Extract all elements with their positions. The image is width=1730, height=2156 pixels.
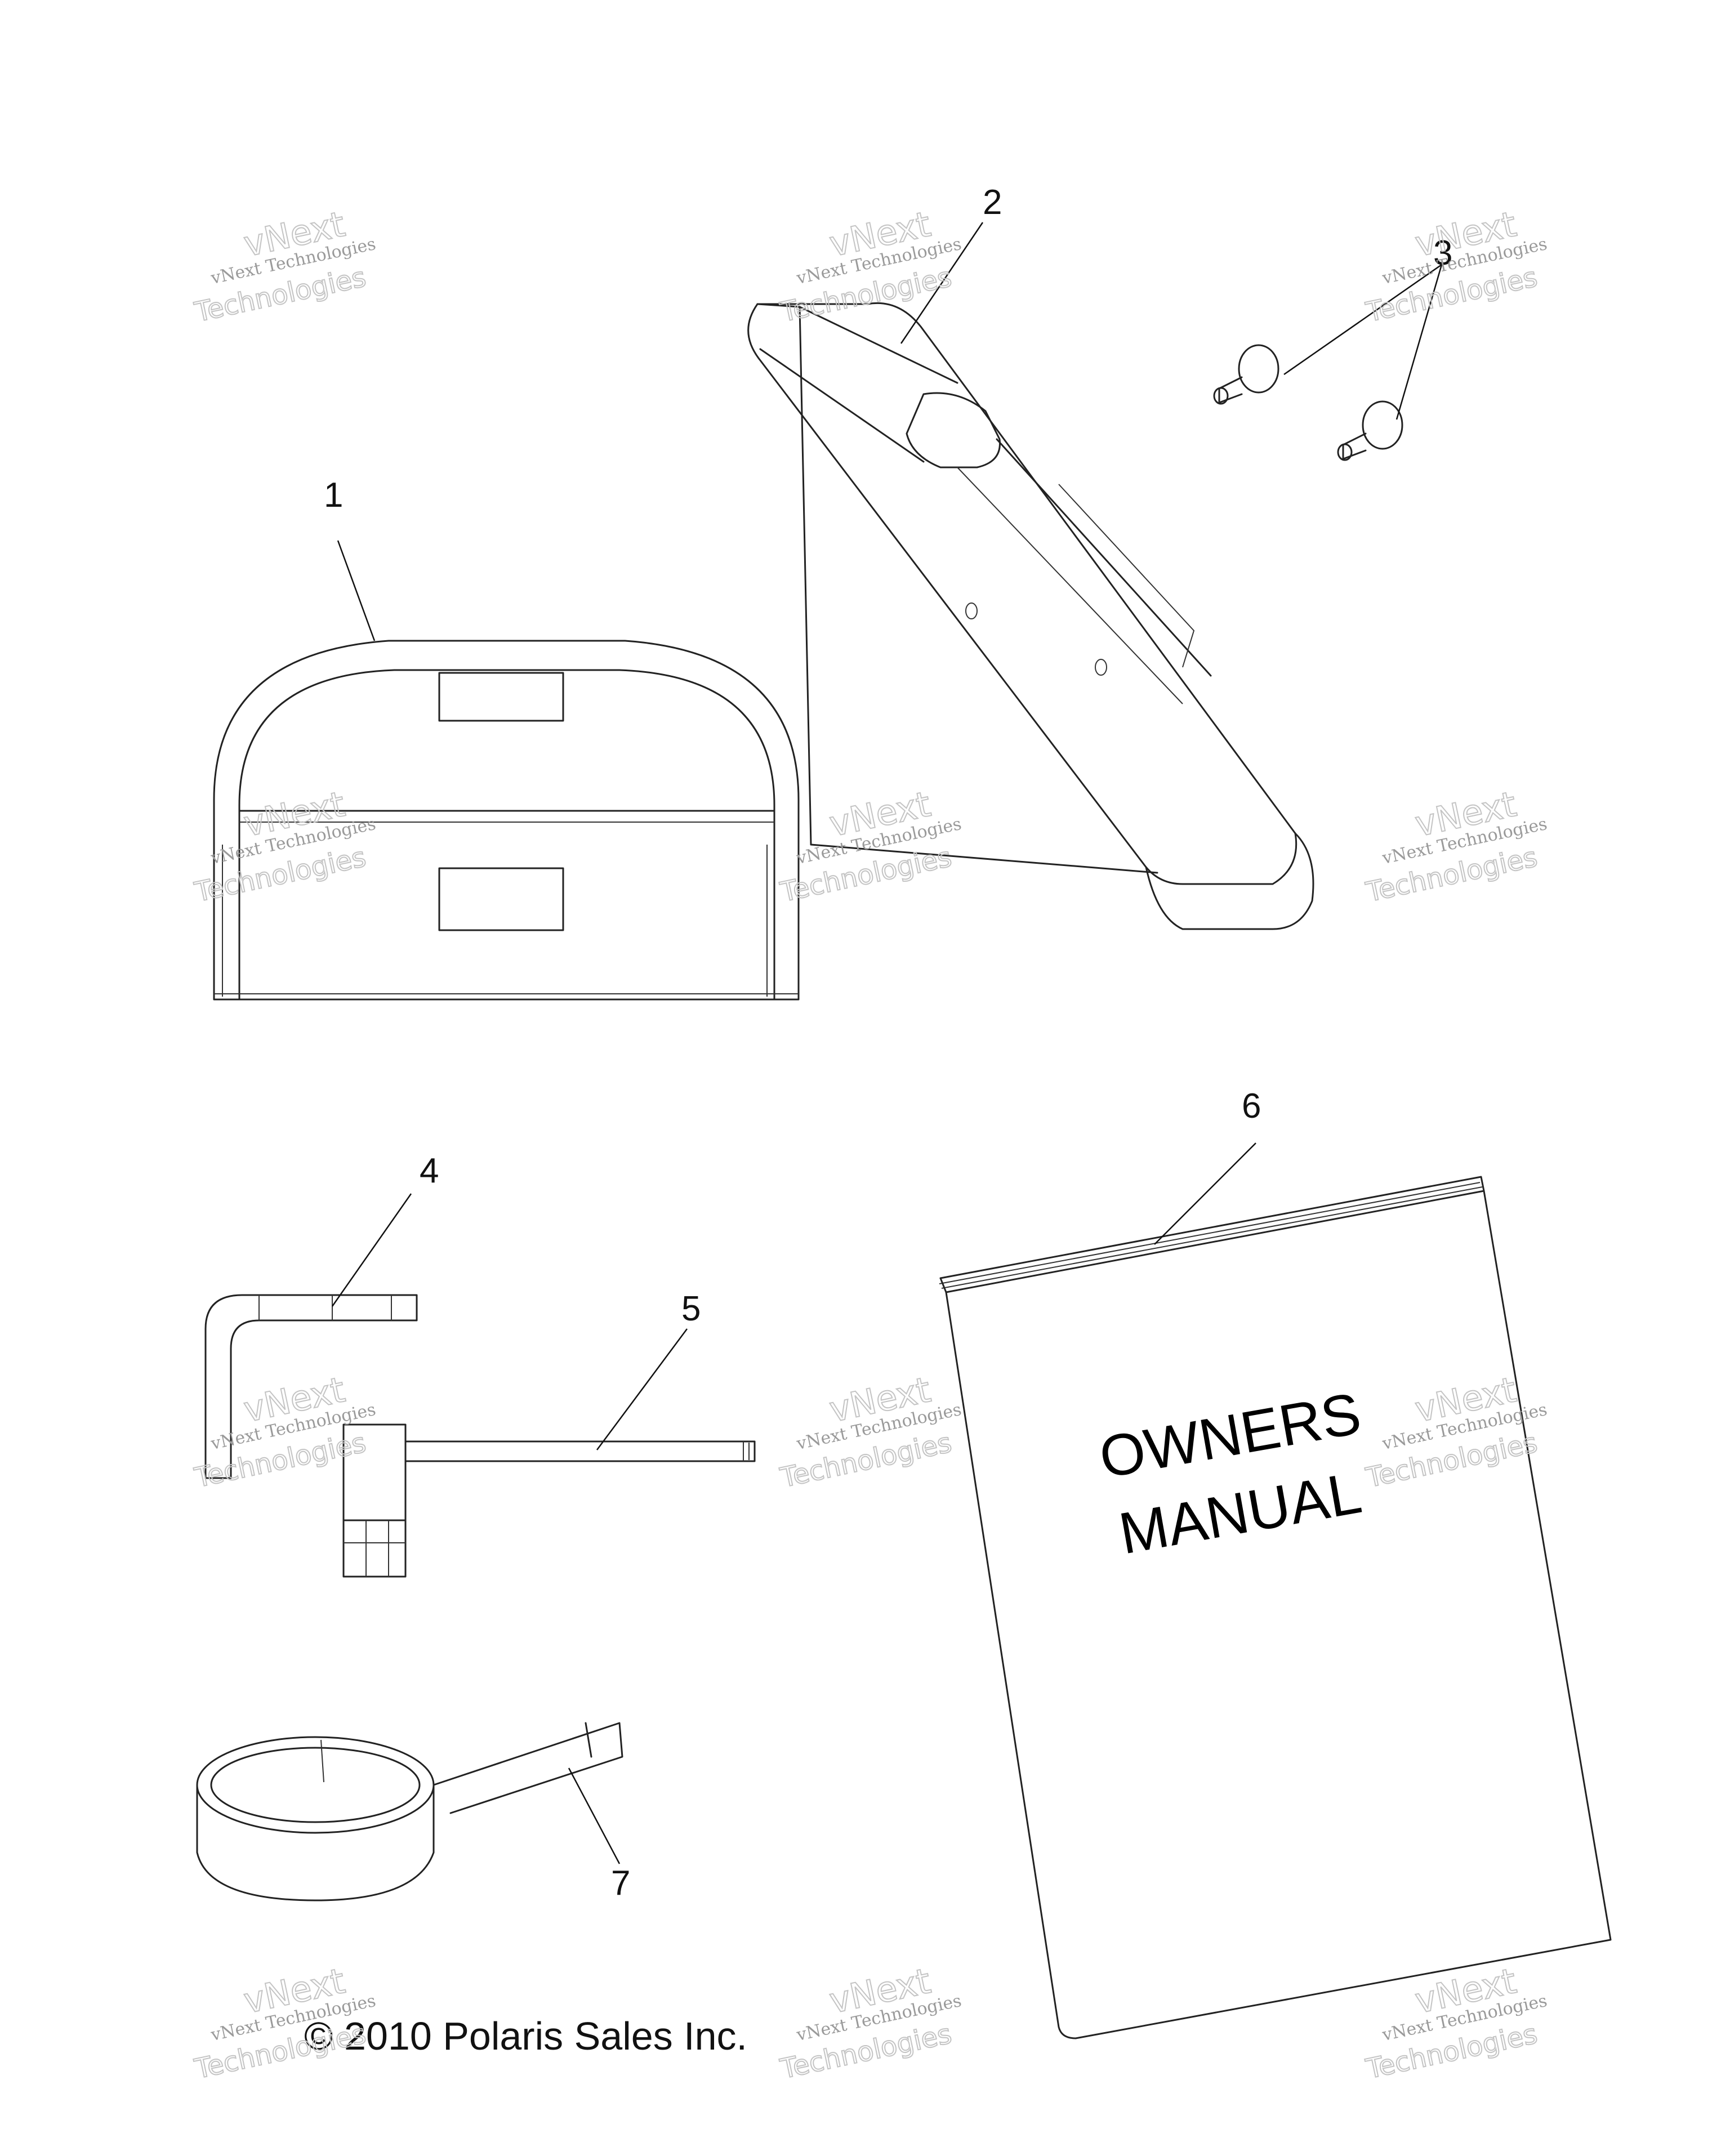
watermarks: vNext vNext Technologies Technologies vN… <box>191 203 1549 2086</box>
callout-6: 6 <box>1242 1087 1261 1126</box>
watermark: vNext vNext Technologies Technologies <box>777 783 963 909</box>
strap-part <box>196 1722 623 1901</box>
watermark: vNext vNext Technologies Technologies <box>1362 203 1549 329</box>
watermark: vNext vNext Technologies Technologies <box>191 1368 377 1494</box>
plug-wrench-part <box>342 1423 756 1578</box>
leader-lines <box>331 222 1443 1864</box>
callout-4: 4 <box>420 1151 439 1190</box>
callout-7: 7 <box>611 1864 630 1903</box>
copyright-notice: © 2010 Polaris Sales Inc. <box>304 2014 747 2058</box>
watermark: vNext vNext Technologies Technologies <box>191 203 377 329</box>
allen-key-part <box>204 1294 418 1479</box>
callout-5: 5 <box>681 1289 701 1328</box>
watermark: vNext vNext Technologies Technologies <box>777 1959 963 2086</box>
callout-2: 2 <box>983 183 1002 222</box>
watermark: vNext vNext Technologies Technologies <box>1362 783 1549 909</box>
tool-pouch-part <box>213 640 800 1001</box>
tool-bag-part <box>747 302 1314 930</box>
watermark: vNext vNext Technologies Technologies <box>191 783 377 909</box>
watermark: vNext vNext Technologies Technologies <box>1362 1368 1549 1494</box>
watermark: vNext vNext Technologies Technologies <box>191 1959 377 2086</box>
fasteners-part <box>1213 344 1403 461</box>
owners-manual-part: OWNERS MANUAL <box>939 1176 1612 2039</box>
watermark: vNext vNext Technologies Technologies <box>777 1368 963 1494</box>
callout-1: 1 <box>324 476 343 515</box>
callout-numbers: 1 2 3 4 5 6 7 <box>324 183 1452 1903</box>
watermark: vNext vNext Technologies Technologies <box>1362 1959 1549 2086</box>
watermark: vNext vNext Technologies Technologies <box>777 203 963 329</box>
callout-3: 3 <box>1433 234 1452 273</box>
